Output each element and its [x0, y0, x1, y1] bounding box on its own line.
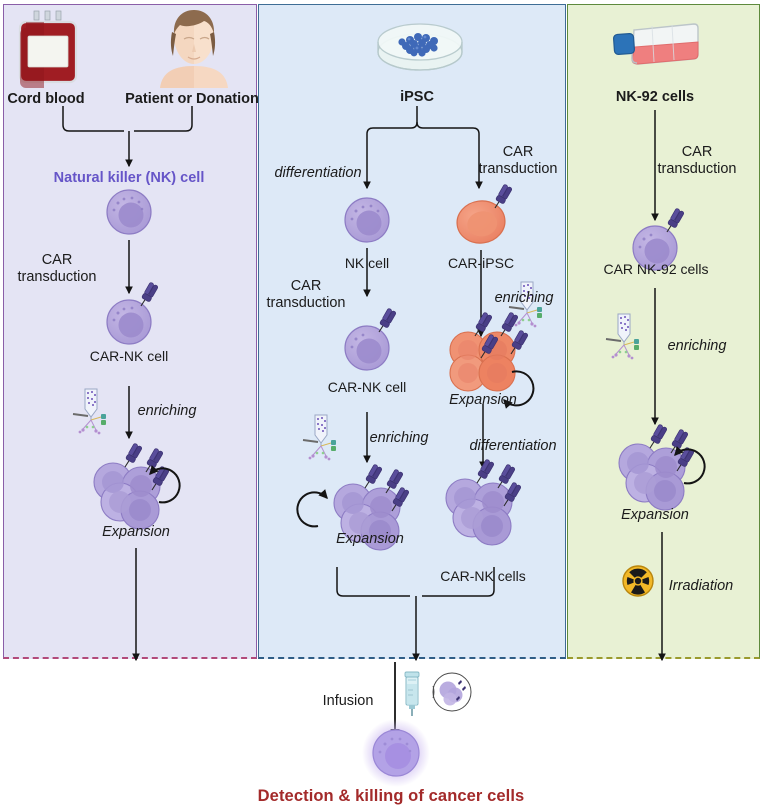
enriching-column-icon	[298, 413, 344, 461]
car-transduction-line1: CAR	[41, 252, 73, 268]
enriching-column-icon	[601, 312, 647, 360]
label-enriching-middle-right: enriching	[494, 290, 554, 306]
source-label-nk-92-cells: NK-92 cells	[615, 89, 695, 105]
label-enriching-right: enriching	[667, 338, 727, 354]
label-enriching-left: enriching	[137, 403, 197, 419]
final-nk-cell-glyph	[372, 729, 420, 777]
label-car-nk-cells-middle: CAR-NK cells	[440, 568, 526, 584]
irradiation-icon	[622, 565, 654, 597]
label-car-ipsc: CAR-iPSC	[447, 255, 515, 271]
label-enriching-middle-left: enriching	[369, 430, 429, 446]
car-transduction-line1: CAR	[502, 144, 534, 160]
source-label-patient-or-donation: Patient or Donation	[125, 91, 259, 107]
car-transduction-line2: transduction	[657, 161, 737, 178]
car-transduction-line2: transduction	[17, 269, 97, 286]
label-differentiation-lower: differentiation	[469, 438, 557, 454]
label-natural-killer-cell: Natural killer (NK) cell	[53, 170, 205, 186]
source-label-cord-blood: Cord blood	[7, 91, 85, 107]
label-detection-killing: Detection & killing of cancer cells	[257, 787, 525, 805]
label-car-nk-92-cells: CAR NK-92 cells	[603, 261, 709, 277]
car-transduction-line2: transduction	[478, 161, 558, 178]
label-irradiation: Irradiation	[668, 578, 734, 594]
culture-flask-icon	[608, 20, 700, 74]
magnified-cell-icon	[428, 670, 474, 716]
label-expansion-right: Expansion	[621, 507, 689, 523]
car-transduction-line2: transduction	[266, 295, 346, 312]
car-transduction-line1: CAR	[681, 144, 713, 160]
label-car-nk-cell-middle: CAR-NK cell	[327, 379, 407, 395]
label-car-nk-cell-left: CAR-NK cell	[89, 348, 169, 364]
label-expansion-middle-right: Expansion	[449, 392, 517, 408]
enriching-column-icon	[68, 387, 114, 435]
label-infusion: Infusion	[322, 693, 374, 709]
source-label-ipsc: iPSC	[400, 89, 434, 105]
label-expansion-middle-left: Expansion	[336, 531, 404, 547]
blood-bag-icon	[12, 8, 84, 88]
label-nk-cell-middle: NK cell	[344, 255, 390, 271]
label-expansion-left: Expansion	[102, 524, 170, 540]
patient-portrait-icon	[152, 8, 236, 88]
label-differentiation-upper: differentiation	[274, 165, 362, 181]
petri-dish-icon	[376, 18, 464, 74]
car-transduction-line1: CAR	[290, 278, 322, 294]
syringe-icon	[398, 670, 430, 718]
